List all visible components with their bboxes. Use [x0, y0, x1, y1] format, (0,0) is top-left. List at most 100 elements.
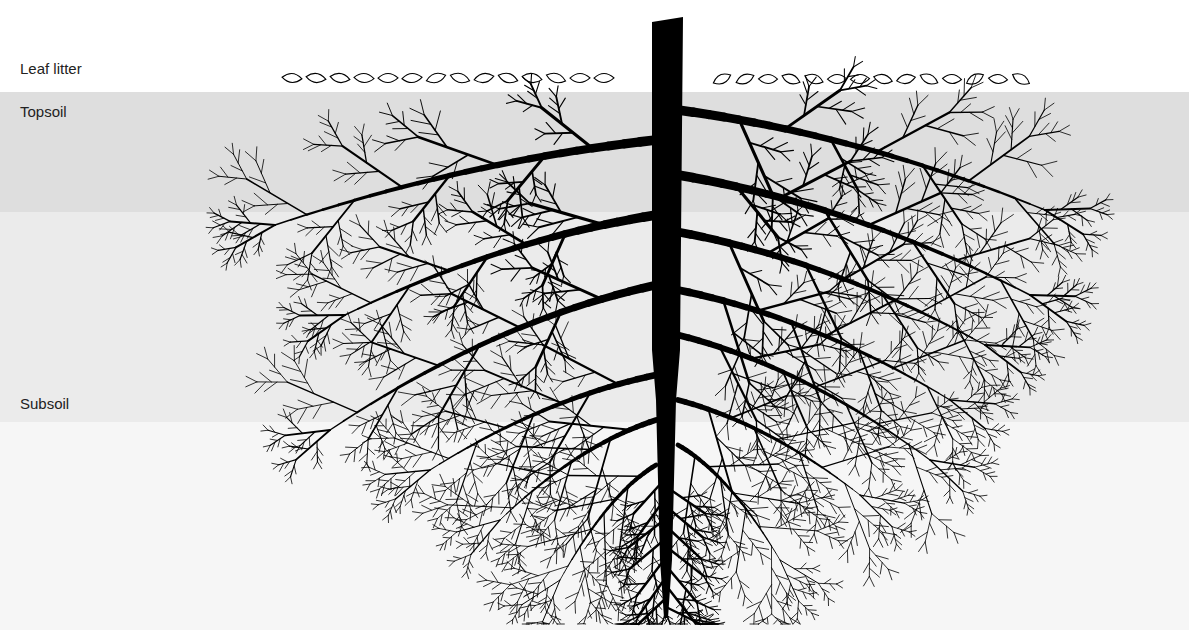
- root-branch: [225, 231, 228, 240]
- root-branch: [544, 462, 569, 475]
- root-branch: [535, 177, 545, 184]
- root-branch: [523, 424, 543, 448]
- root-branch: [927, 248, 942, 254]
- root-branch: [532, 487, 543, 488]
- root-branch: [389, 322, 392, 338]
- root-branch: [449, 561, 454, 566]
- root-branch: [255, 382, 266, 393]
- root-branch: [400, 438, 414, 439]
- root-branch: [448, 511, 454, 517]
- root-branch: [494, 362, 508, 367]
- root-branch: [298, 228, 307, 232]
- root-branch: [488, 466, 494, 477]
- root-branch: [1003, 155, 1041, 165]
- root-branch: [341, 319, 352, 323]
- root-branch: [400, 507, 401, 514]
- root-branch: [317, 340, 322, 347]
- root-branch: [1027, 161, 1036, 177]
- root-branch: [493, 539, 502, 545]
- root-branch: [1075, 214, 1082, 216]
- root-branch: [390, 479, 391, 490]
- root-branch: [370, 489, 379, 492]
- root-branch: [549, 619, 553, 624]
- root-branch: [866, 80, 875, 86]
- root-branch: [490, 179, 499, 183]
- root-branch: [383, 449, 385, 459]
- root-branch: [440, 363, 452, 370]
- root-branch: [941, 193, 973, 195]
- root-branch: [935, 148, 937, 164]
- root-branch: [434, 223, 439, 234]
- root-branch: [553, 597, 556, 617]
- root-branch: [433, 256, 435, 268]
- root-branch: [358, 303, 371, 309]
- root-branch: [907, 161, 922, 166]
- root-branch: [505, 601, 511, 606]
- root-branch: [517, 101, 542, 108]
- root-branch: [866, 86, 876, 89]
- root-branch: [487, 182, 490, 195]
- root-branch: [246, 382, 257, 387]
- root-branch: [371, 297, 384, 303]
- root-branch: [451, 203, 457, 211]
- root-branch: [927, 263, 963, 275]
- root-branch: [582, 584, 584, 596]
- root-branch: [440, 474, 445, 486]
- root-branch: [397, 263, 413, 268]
- root-branch: [537, 585, 538, 597]
- root-branch: [490, 184, 499, 188]
- root-branch: [463, 509, 477, 514]
- root-branch: [316, 347, 320, 354]
- root-branch: [548, 106, 559, 114]
- root-branch: [952, 181, 963, 193]
- root-branch: [963, 136, 975, 146]
- root-branch: [323, 205, 339, 210]
- root-branch: [218, 247, 236, 250]
- root-branch: [840, 67, 853, 90]
- root-branch: [563, 371, 575, 378]
- root-branch: [516, 393, 523, 404]
- root-branch: [433, 393, 436, 404]
- root-branch: [549, 88, 556, 96]
- root-branch: [405, 235, 412, 242]
- root-branch: [1009, 108, 1013, 120]
- root-branch: [1073, 192, 1076, 200]
- root-branch: [428, 518, 438, 520]
- root-branch: [414, 428, 421, 442]
- root-branch: [1100, 212, 1103, 220]
- root-branch: [519, 609, 520, 616]
- root-branch: [780, 213, 792, 215]
- root-branch: [321, 250, 324, 262]
- root-branch: [597, 572, 605, 578]
- root-branch: [313, 405, 321, 419]
- root-branch: [362, 463, 367, 471]
- leaf: [1011, 71, 1032, 88]
- root-branch: [423, 505, 448, 513]
- root-branch: [395, 487, 398, 496]
- root-branch: [469, 561, 473, 568]
- root-branch: [964, 79, 965, 96]
- root-branch: [450, 537, 452, 546]
- root-branch: [545, 290, 581, 294]
- root-branch: [544, 350, 548, 374]
- root-branch: [454, 429, 457, 442]
- root-branch: [529, 372, 530, 383]
- root-branch: [1030, 204, 1045, 210]
- root-branch: [1107, 215, 1112, 220]
- root-branch: [540, 557, 551, 562]
- root-branch: [346, 171, 379, 174]
- root-branch: [469, 222, 476, 232]
- root-branch: [494, 236, 502, 248]
- root-branch: [290, 341, 308, 342]
- root-branch: [431, 436, 438, 448]
- root-branch: [438, 305, 451, 308]
- root-branch: [396, 479, 405, 480]
- root-branch: [484, 466, 489, 477]
- root-branch: [445, 221, 457, 225]
- root-branch: [537, 273, 540, 283]
- root-branch: [575, 574, 585, 601]
- root-branch: [522, 292, 532, 294]
- root-branch: [485, 444, 486, 453]
- root-branch: [425, 366, 439, 373]
- root-branch: [309, 323, 319, 324]
